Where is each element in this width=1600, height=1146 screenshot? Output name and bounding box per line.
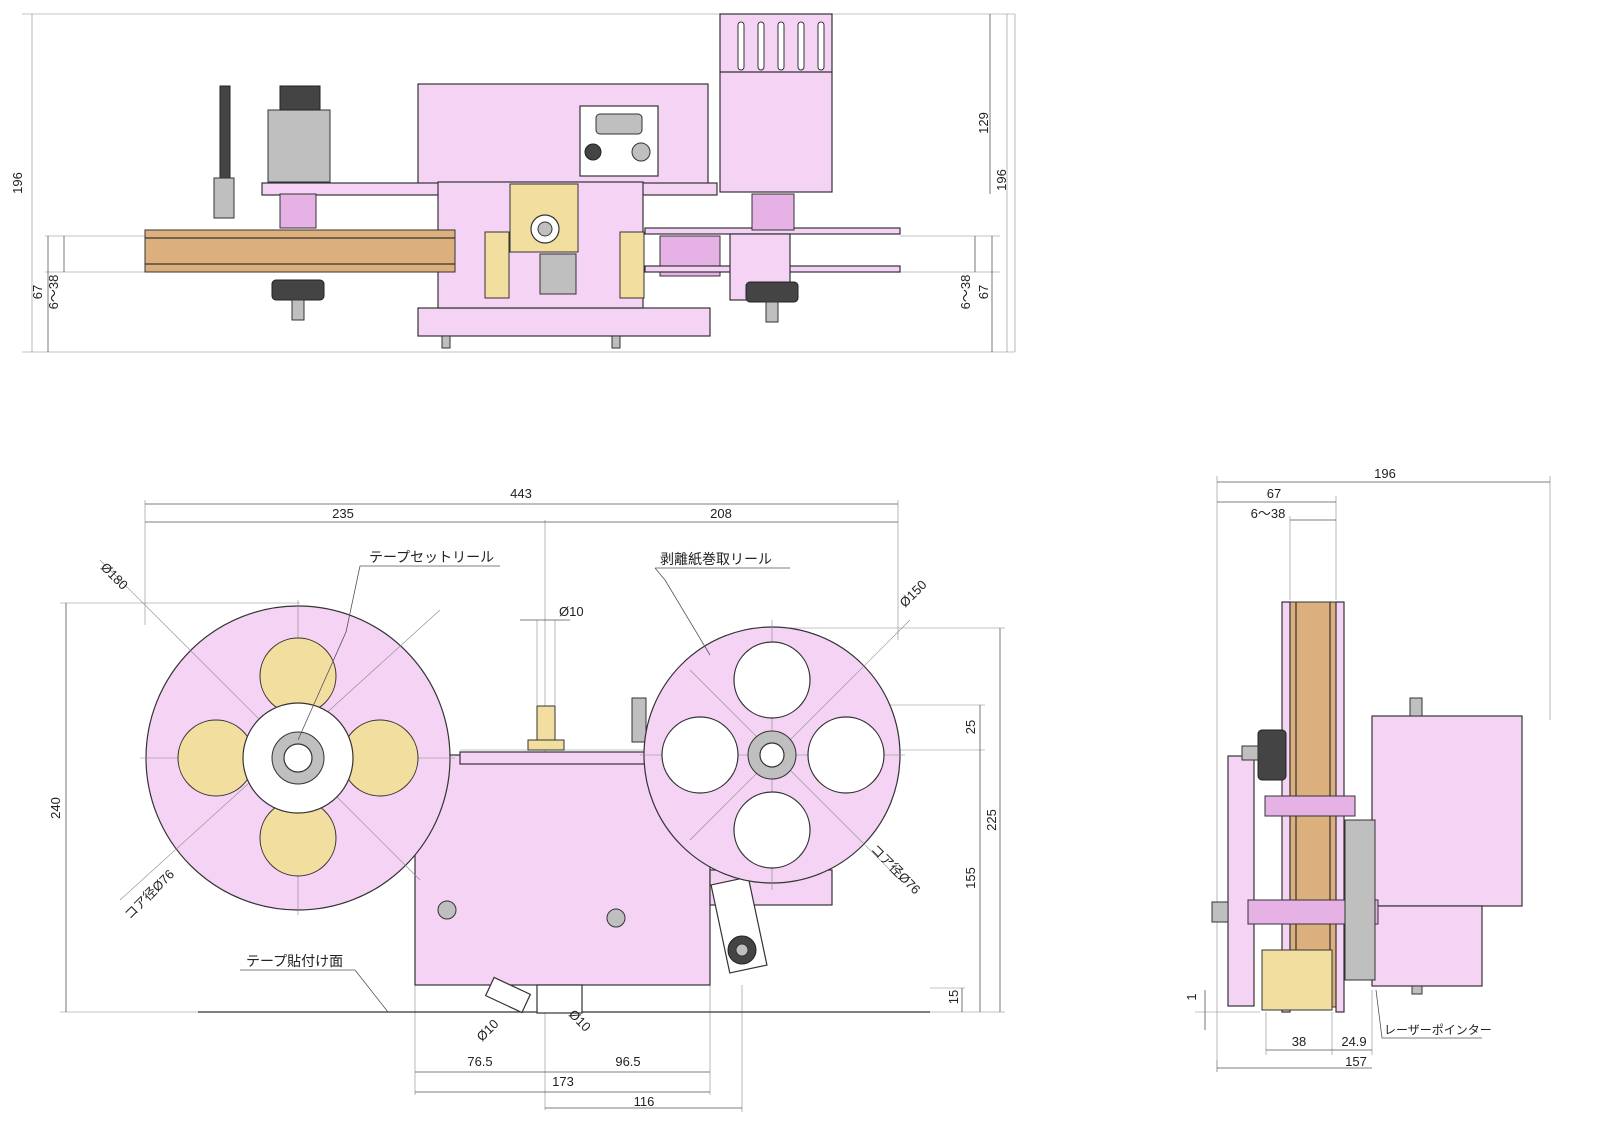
dim-240: 240: [48, 797, 63, 819]
dim-15: 15: [946, 990, 961, 1004]
reel-window-white: [661, 641, 885, 869]
knob-left-icon: [271, 279, 325, 301]
screw-icon: [437, 900, 457, 920]
vented-cover: [719, 13, 833, 193]
side-knob-icon: [1257, 729, 1287, 781]
dim-235: 235: [332, 506, 354, 521]
dim-67-side: 67: [1267, 486, 1281, 501]
dim-157-side: 157: [1345, 1054, 1367, 1069]
dim-129: 129: [976, 112, 991, 134]
knob-right-icon: [745, 281, 799, 303]
dim-range-side: 6～38: [1251, 506, 1286, 521]
label-tape-apply-surface: テープ貼付け面: [246, 954, 343, 970]
dim-116: 116: [634, 1094, 655, 1109]
side-view: 196 67 6～38 1 38 24.9 15: [1184, 466, 1551, 1072]
dim-67-left: 67: [30, 285, 45, 299]
dim-96-5: 96.5: [615, 1054, 640, 1069]
dim-196-right: 196: [994, 169, 1009, 191]
label-core-dia-right: コア径Ø76: [868, 842, 924, 898]
dim-25: 25: [963, 720, 978, 734]
main-housing: [417, 83, 709, 185]
dim-range-right: 6～38: [958, 275, 973, 310]
dim-196-left: 196: [10, 172, 25, 194]
top-view: 196 67 6～38 129 196 6～38 67: [10, 13, 1016, 353]
front-view: 443 235 208 240 25 225 155 15 76.5 96.5 …: [48, 486, 1005, 1112]
dim-155: 155: [963, 867, 978, 889]
dim-range-left: 6～38: [46, 275, 61, 310]
dim-24-9-side: 24.9: [1341, 1034, 1366, 1049]
base-plate: [417, 307, 711, 337]
dim-208: 208: [710, 506, 732, 521]
label-liner-rewind-reel: 剥離紙巻取リール: [660, 551, 772, 568]
dim-38-side: 38: [1292, 1034, 1306, 1049]
dsub-connector-icon: [595, 113, 643, 135]
dim-443: 443: [510, 486, 532, 501]
dim-67-right: 67: [976, 285, 991, 299]
dim-1-side: 1: [1184, 993, 1199, 1000]
label-laser-pointer: レーザーポインター: [1384, 1023, 1492, 1037]
dim-76-5: 76.5: [467, 1054, 492, 1069]
dim-d10-top: Ø10: [559, 604, 584, 619]
dim-196-side: 196: [1374, 466, 1396, 481]
adjuster-knob: [631, 697, 647, 743]
dim-173: 173: [552, 1074, 574, 1089]
label-core-dia-left: コア径Ø76: [122, 867, 178, 923]
screw-icon: [606, 908, 626, 928]
dim-d180: Ø180: [98, 560, 131, 593]
dim-d150: Ø150: [897, 577, 930, 610]
side-housing: [1371, 715, 1523, 907]
reel-window-gold: [177, 637, 419, 877]
dim-d10-a: Ø10: [474, 1016, 502, 1044]
label-tape-set-reel: テープセットリール: [369, 550, 494, 566]
tape-reel-band: [144, 229, 456, 273]
dim-225: 225: [984, 809, 999, 831]
sensor-body: [267, 109, 331, 183]
